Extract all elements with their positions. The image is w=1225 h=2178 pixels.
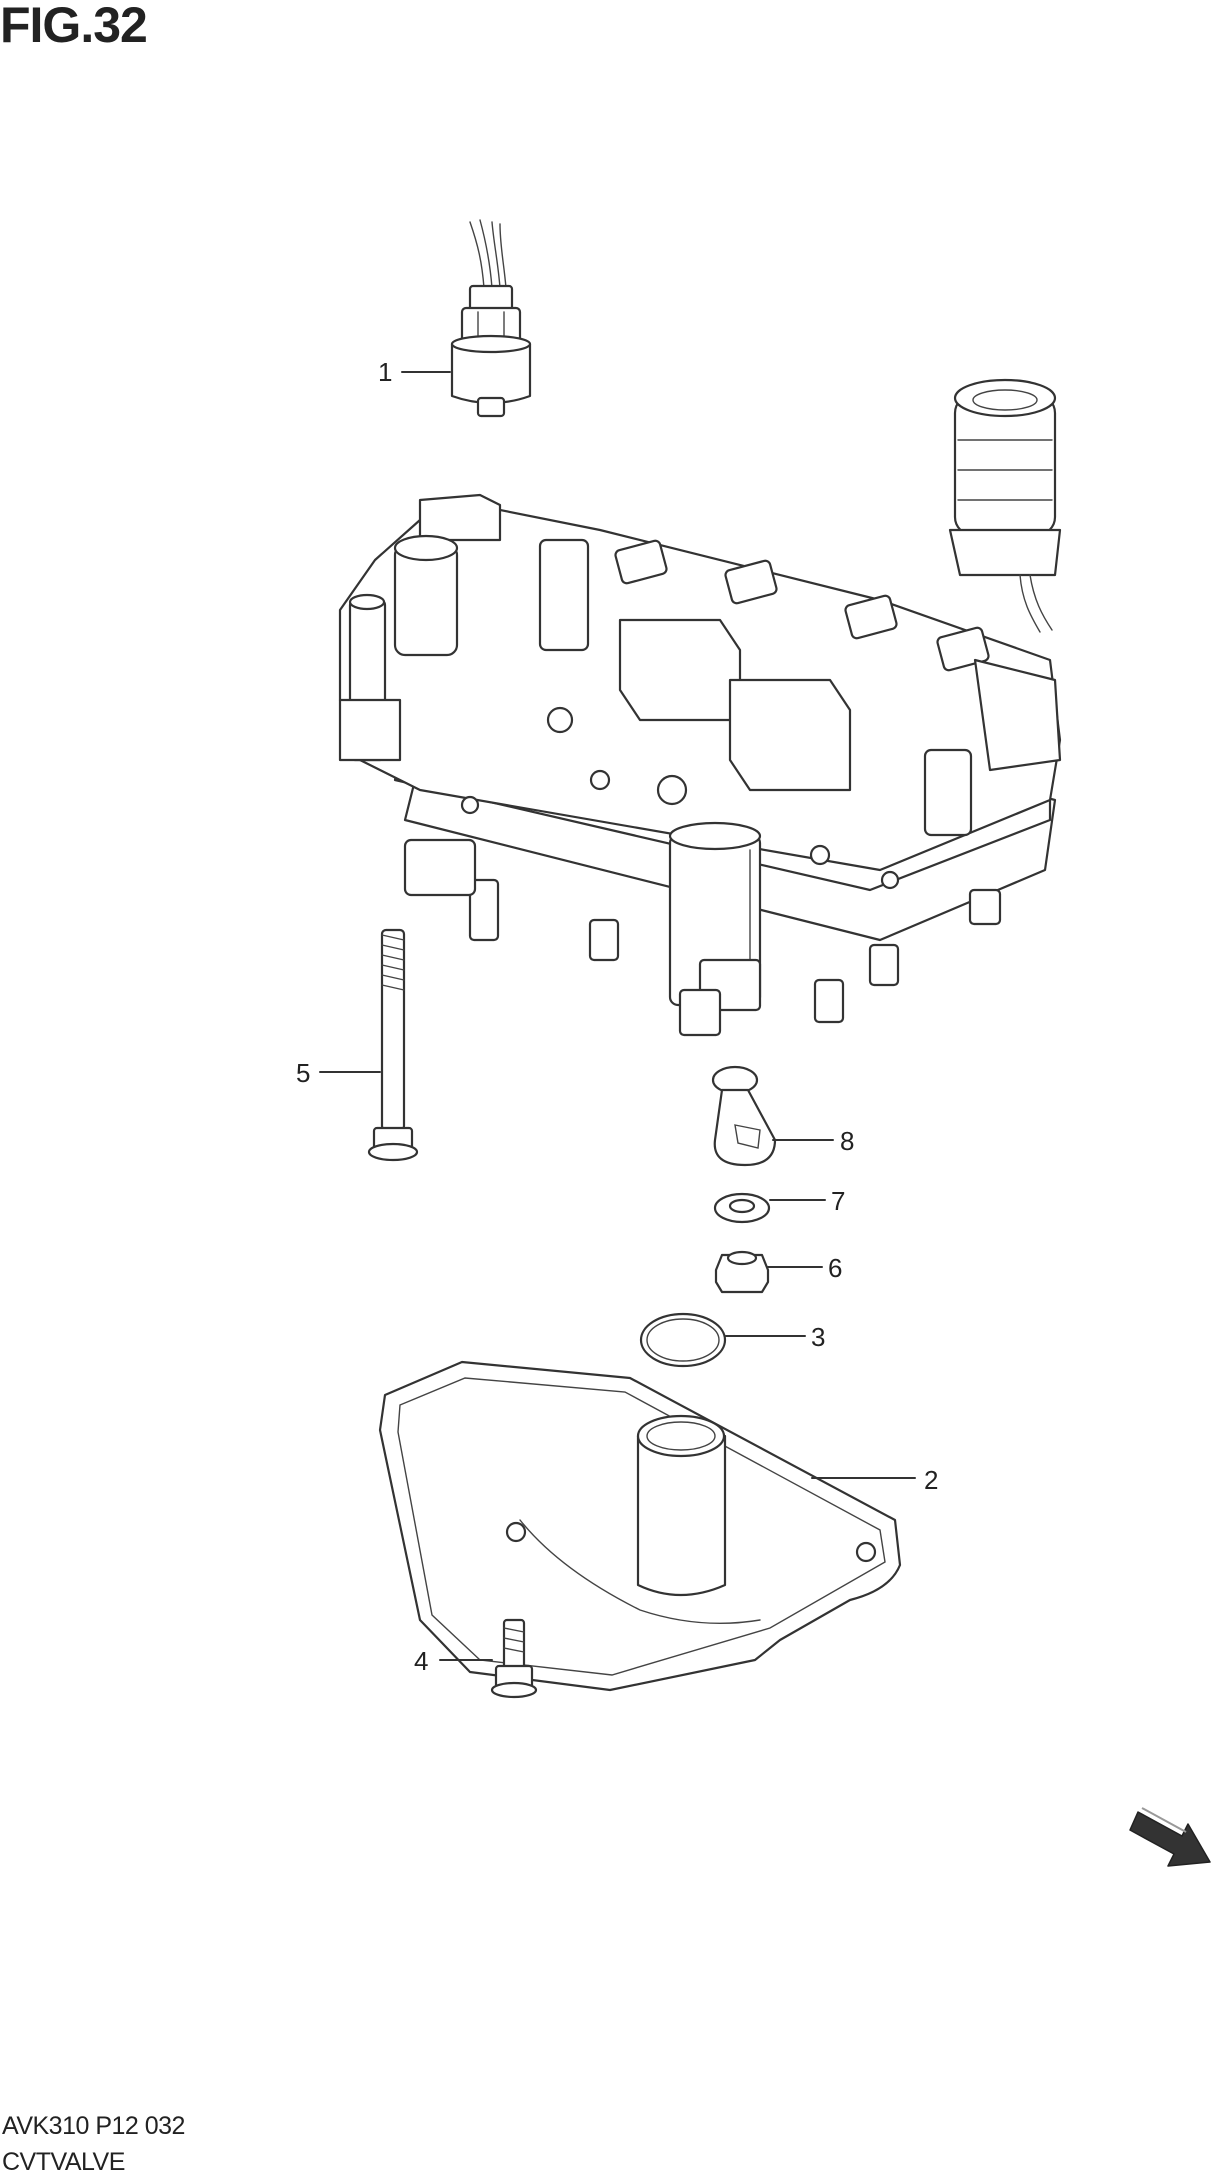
direction-arrow-icon bbox=[1129, 1807, 1211, 1867]
part-5-bolt bbox=[367, 928, 419, 1162]
part-4-bolt bbox=[490, 1618, 538, 1699]
part-6-nut bbox=[714, 1250, 770, 1294]
figure-code: AVK310 P12 032 bbox=[2, 2112, 185, 2140]
callout-1: 1 bbox=[378, 357, 392, 387]
part-1-sensor bbox=[450, 219, 532, 418]
figure-title: FIG.32 bbox=[0, 0, 148, 53]
callout-7: 7 bbox=[831, 1186, 845, 1216]
harness-connector bbox=[948, 378, 1062, 633]
callout-5: 5 bbox=[296, 1058, 310, 1088]
callout-8: 8 bbox=[840, 1126, 854, 1156]
figure-name: CVTVALVE bbox=[2, 2148, 125, 2176]
part-2-strainer bbox=[378, 1360, 902, 1692]
leader-lines bbox=[319, 371, 916, 1661]
part-8-bracket bbox=[711, 1065, 777, 1167]
part-3-o-ring bbox=[639, 1312, 727, 1368]
callout-2: 2 bbox=[924, 1465, 938, 1495]
callout-3: 3 bbox=[811, 1322, 825, 1352]
part-7-washer bbox=[713, 1192, 771, 1224]
callout-6: 6 bbox=[828, 1253, 842, 1283]
valve-body-assembly bbox=[338, 493, 1062, 1037]
callout-4: 4 bbox=[414, 1646, 428, 1676]
